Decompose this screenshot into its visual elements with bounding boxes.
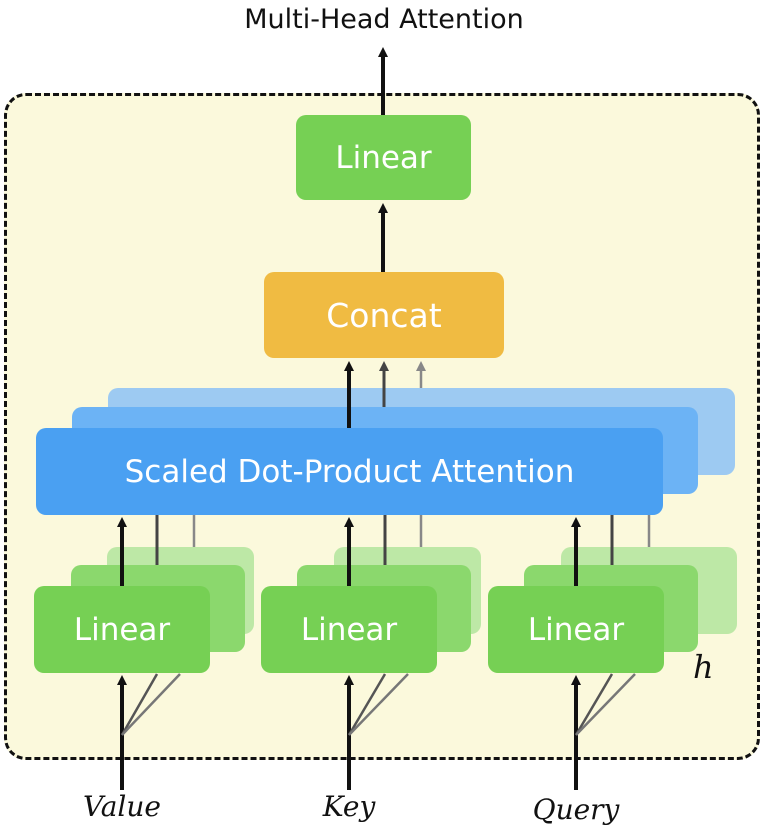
key-input-label: Key: [322, 790, 376, 823]
key-linear-block: Linear: [261, 586, 437, 673]
diagram-title: Multi-Head Attention: [244, 4, 524, 35]
concat-block: Concat: [264, 272, 504, 358]
output-linear-block: Linear: [296, 115, 471, 200]
value-input-branch-1: [120, 673, 159, 736]
value-linear-label: Linear: [73, 611, 171, 648]
key-linear-label: Linear: [300, 611, 398, 648]
value-linear-block: Linear: [34, 586, 210, 673]
query-input-branch-2: [575, 673, 636, 736]
concat-label: Concat: [326, 295, 442, 335]
value-input-branch-2: [121, 673, 181, 736]
query-linear-block: Linear: [488, 586, 664, 673]
heads-count-label: h: [693, 648, 714, 686]
output-linear-label: Linear: [335, 139, 432, 176]
attention-label: Scaled Dot-Product Attention: [124, 453, 575, 490]
key-input-branch-2: [348, 673, 409, 736]
value-input-label: Value: [83, 790, 161, 823]
attention-block: Scaled Dot-Product Attention: [36, 428, 663, 515]
query-input-branch-1: [574, 673, 614, 736]
key-input-branch-1: [347, 673, 387, 736]
query-input-label: Query: [532, 793, 620, 826]
query-linear-label: Linear: [527, 611, 625, 648]
